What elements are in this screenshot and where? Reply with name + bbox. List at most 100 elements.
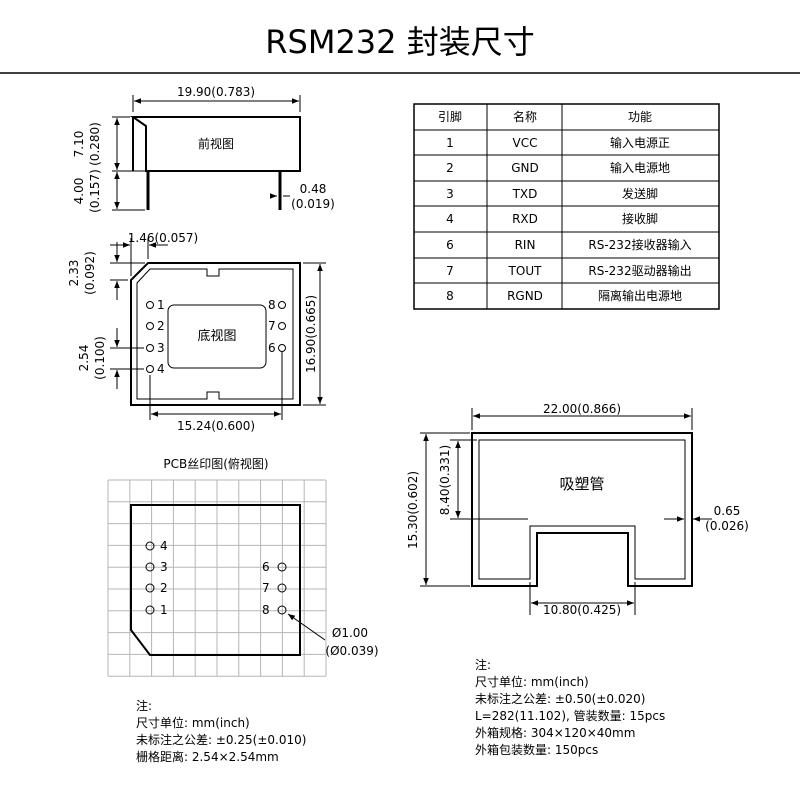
pcb-pin-label-3: 3 bbox=[160, 560, 168, 574]
pin-label-7: 7 bbox=[268, 319, 276, 333]
pin-label-2: 2 bbox=[157, 319, 165, 333]
tube-note-3: L=282(11.102), 管装数量: 15pcs bbox=[475, 708, 665, 723]
pcb-grid bbox=[107, 479, 327, 677]
table-cell: 接收脚 bbox=[622, 211, 658, 226]
table-cell: VCC bbox=[513, 136, 538, 150]
slot-dim: 10.80(0.425) bbox=[543, 603, 621, 617]
hole-dim-in: (Ø0.039) bbox=[325, 644, 378, 658]
pin-table: 引脚 名称 功能 1 VCC 输入电源正 2 GND 输入电源地 3 TXD 发… bbox=[413, 103, 720, 310]
table-cell: 6 bbox=[446, 238, 454, 252]
tube-view: 吸塑管 22.00(0.866) 15.30(0.602) 8.40(0.331… bbox=[406, 402, 749, 757]
front-height-in: (0.280) bbox=[88, 122, 102, 166]
tube-note-1: 尺寸单位: mm(inch) bbox=[475, 674, 589, 689]
pitch-mm: 2.54 bbox=[77, 345, 91, 372]
bottom-label-box bbox=[167, 304, 267, 369]
pin-hole-8 bbox=[278, 301, 286, 309]
tube-outer bbox=[471, 432, 693, 587]
pcb-pin-label-6: 6 bbox=[262, 560, 270, 574]
pcb-hole-2 bbox=[145, 583, 155, 593]
pin-length-mm: 4.00 bbox=[72, 178, 86, 205]
table-cell: RGND bbox=[507, 289, 543, 303]
tube-note-0: 注: bbox=[475, 657, 491, 672]
pin-dia-mm: 0.48 bbox=[300, 182, 327, 196]
hole-dim-mm: Ø1.00 bbox=[332, 626, 368, 640]
pcb-pin-label-8: 8 bbox=[262, 603, 270, 617]
front-view: 前视图 19.90(0.783) 7.10 (0.280) 4.00 (0.15… bbox=[72, 85, 335, 213]
pcb-view-title: PCB丝印图(俯视图) bbox=[163, 456, 268, 471]
bottom-body-inner bbox=[136, 268, 294, 400]
tube-note-5: 外箱包装数量: 150pcs bbox=[475, 742, 598, 757]
table-cell: 3 bbox=[446, 187, 454, 201]
bottom-view-label: 底视图 bbox=[197, 328, 236, 344]
tube-height-dim: 15.30(0.602) bbox=[406, 471, 420, 549]
table-cell: 7 bbox=[446, 264, 454, 278]
hole-leader-line bbox=[287, 613, 326, 641]
pcb-hole-7 bbox=[277, 583, 287, 593]
pin-label-6: 6 bbox=[268, 341, 276, 355]
pcb-hole-6 bbox=[277, 562, 287, 572]
pitch-in: (0.100) bbox=[93, 336, 107, 380]
pin-label-1: 1 bbox=[157, 298, 165, 312]
pin-dia-in: (0.019) bbox=[291, 197, 335, 211]
pin-hole-4 bbox=[146, 365, 154, 373]
top-offset-in: (0.092) bbox=[83, 251, 97, 295]
front-body bbox=[129, 116, 301, 172]
table-cell: 4 bbox=[446, 212, 454, 226]
pin-length-in: (0.157) bbox=[88, 169, 102, 213]
pcb-note-1: 尺寸单位: mm(inch) bbox=[136, 715, 250, 730]
table-header-function: 功能 bbox=[628, 110, 652, 124]
tube-note-2: 未标注之公差: ±0.50(±0.020) bbox=[475, 691, 645, 706]
table-header-name: 名称 bbox=[513, 109, 537, 124]
front-width-dim: 19.90(0.783) bbox=[177, 85, 255, 99]
pcb-pin-label-7: 7 bbox=[262, 581, 270, 595]
pcb-hole-4 bbox=[145, 541, 155, 551]
table-cell: RXD bbox=[512, 212, 538, 226]
table-cell: 输入电源地 bbox=[610, 160, 670, 175]
pcb-hole-8 bbox=[277, 605, 287, 615]
pcb-pin-label-2: 2 bbox=[160, 581, 168, 595]
pcb-note-3: 栅格距离: 2.54×2.54mm bbox=[136, 749, 279, 764]
pcb-note-2: 未标注之公差: ±0.25(±0.010) bbox=[136, 732, 306, 747]
pin-hole-6 bbox=[278, 344, 286, 352]
table-cell: RS-232驱动器输出 bbox=[588, 263, 691, 278]
bottom-height-dim: 16.90(0.665) bbox=[304, 295, 318, 373]
table-cell: 发送脚 bbox=[622, 186, 658, 201]
pcb-outline bbox=[130, 504, 301, 656]
front-height-mm: 7.10 bbox=[72, 131, 86, 158]
pin-hole-1 bbox=[146, 301, 154, 309]
table-header-pin: 引脚 bbox=[438, 109, 462, 124]
pin-hole-3 bbox=[146, 344, 154, 352]
pcb-hole-3 bbox=[145, 562, 155, 572]
pin-hole-7 bbox=[278, 322, 286, 330]
pin-hole-2 bbox=[146, 322, 154, 330]
table-cell: 2 bbox=[446, 161, 454, 175]
table-cell: TXD bbox=[512, 187, 538, 201]
pcb-pin-label-1: 1 bbox=[160, 603, 168, 617]
table-cell: 8 bbox=[446, 289, 454, 303]
pin-label-8: 8 bbox=[268, 298, 276, 312]
table-cell: GND bbox=[511, 161, 539, 175]
table-cell: 1 bbox=[446, 136, 454, 150]
pin-label-3: 3 bbox=[157, 341, 165, 355]
tube-inner bbox=[478, 439, 686, 580]
row-spacing-dim: 15.24(0.600) bbox=[177, 419, 255, 433]
page-title: RSM232 封装尺寸 bbox=[265, 23, 534, 61]
tube-width-dim: 22.00(0.866) bbox=[543, 402, 621, 416]
top-offset-mm: 2.33 bbox=[67, 260, 81, 287]
chamfer-dim: 1.46(0.057) bbox=[128, 231, 198, 245]
table-cell: 输入电源正 bbox=[610, 135, 670, 150]
table-cell: TOUT bbox=[508, 264, 543, 278]
wall-dim-in: (0.026) bbox=[705, 519, 749, 533]
tube-inner-height-dim: 8.40(0.331) bbox=[438, 445, 452, 515]
table-cell: 隔离输出电源地 bbox=[598, 288, 682, 303]
table-cell: RS-232接收器输入 bbox=[588, 237, 691, 252]
tube-note-4: 外箱规格: 304×120×40mm bbox=[475, 725, 635, 740]
table-cell: RIN bbox=[515, 238, 536, 252]
pcb-note-0: 注: bbox=[136, 698, 152, 713]
bottom-body-outer bbox=[130, 262, 301, 406]
pcb-pin-label-4: 4 bbox=[160, 539, 168, 553]
wall-dim-mm: 0.65 bbox=[714, 504, 741, 518]
tube-label: 吸塑管 bbox=[559, 475, 604, 493]
bottom-view: 底视图 1 2 3 4 8 7 6 1.46(0.057) 2.33 (0.09… bbox=[67, 231, 326, 433]
